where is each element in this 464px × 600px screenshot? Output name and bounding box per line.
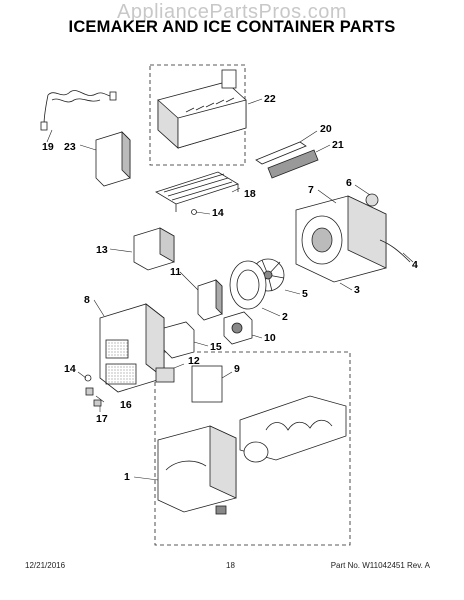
callout-11: 11 bbox=[170, 266, 181, 278]
callout-13: 13 bbox=[96, 244, 108, 256]
page-title: ICEMAKER AND ICE CONTAINER PARTS bbox=[68, 18, 396, 36]
callout-8: 8 bbox=[84, 294, 90, 306]
callout-2: 2 bbox=[282, 311, 288, 323]
callout-17: 17 bbox=[96, 413, 108, 425]
footer-part-number: Part No. W11042451 Rev. A bbox=[330, 561, 430, 570]
fan-cover-part-2 bbox=[229, 260, 267, 310]
screw-part-14-bottom bbox=[84, 374, 92, 382]
callout-14-top: 14 bbox=[212, 207, 224, 219]
callout-6: 6 bbox=[346, 177, 352, 189]
wire-harness-part-19 bbox=[40, 90, 117, 131]
callout-19: 19 bbox=[42, 141, 54, 153]
callout-labels: 22 19 23 20 21 18 14 7 6 13 4 3 11 5 2 8… bbox=[42, 93, 418, 483]
fan-housing-part-3 bbox=[295, 195, 387, 283]
bracket-part-15 bbox=[163, 321, 195, 359]
callout-15: 15 bbox=[210, 341, 222, 353]
switch-part-12 bbox=[155, 367, 175, 383]
clip-part-17 bbox=[93, 399, 102, 407]
screw-part-14-top bbox=[191, 209, 197, 215]
label-part-9 bbox=[191, 365, 223, 403]
callout-7: 7 bbox=[308, 184, 314, 196]
icemaker-assembly-part-22 bbox=[157, 69, 247, 149]
callout-4: 4 bbox=[412, 259, 418, 271]
callout-5: 5 bbox=[302, 288, 308, 300]
ice-container-part-1 bbox=[157, 425, 237, 515]
callout-10: 10 bbox=[264, 332, 276, 344]
icemaker-group-box bbox=[149, 64, 246, 166]
auger-assembly bbox=[239, 395, 347, 463]
callout-3: 3 bbox=[354, 284, 360, 296]
wire-part-4 bbox=[379, 239, 411, 263]
callout-9: 9 bbox=[234, 363, 240, 375]
callout-22: 22 bbox=[264, 93, 276, 105]
watermark: AppliancePartsPros.com bbox=[117, 1, 347, 23]
callout-21: 21 bbox=[332, 139, 344, 151]
callout-23: 23 bbox=[64, 141, 76, 153]
ice-container-group-box bbox=[154, 351, 351, 546]
clip-part-16 bbox=[85, 387, 94, 396]
callout-20: 20 bbox=[320, 123, 332, 135]
callout-12: 12 bbox=[188, 355, 200, 367]
icemaker-cover-part-23 bbox=[95, 131, 131, 187]
callout-1: 1 bbox=[124, 471, 130, 483]
mounting-bracket-part-13 bbox=[133, 227, 175, 271]
mold-heater-part-18 bbox=[155, 171, 239, 212]
control-housing-part-8 bbox=[99, 303, 165, 393]
bracket-part-20 bbox=[255, 141, 307, 165]
fastener-part-6 bbox=[365, 193, 379, 207]
callout-18: 18 bbox=[244, 188, 256, 200]
callout-14-bottom: 14 bbox=[64, 363, 76, 375]
motor-part-10 bbox=[223, 311, 253, 345]
auger-motor-part-11 bbox=[197, 279, 223, 321]
shield-part-21 bbox=[267, 149, 319, 179]
callout-16: 16 bbox=[120, 399, 132, 411]
footer-page-number: 18 bbox=[226, 561, 235, 570]
footer-date: 12/21/2016 bbox=[25, 561, 66, 570]
